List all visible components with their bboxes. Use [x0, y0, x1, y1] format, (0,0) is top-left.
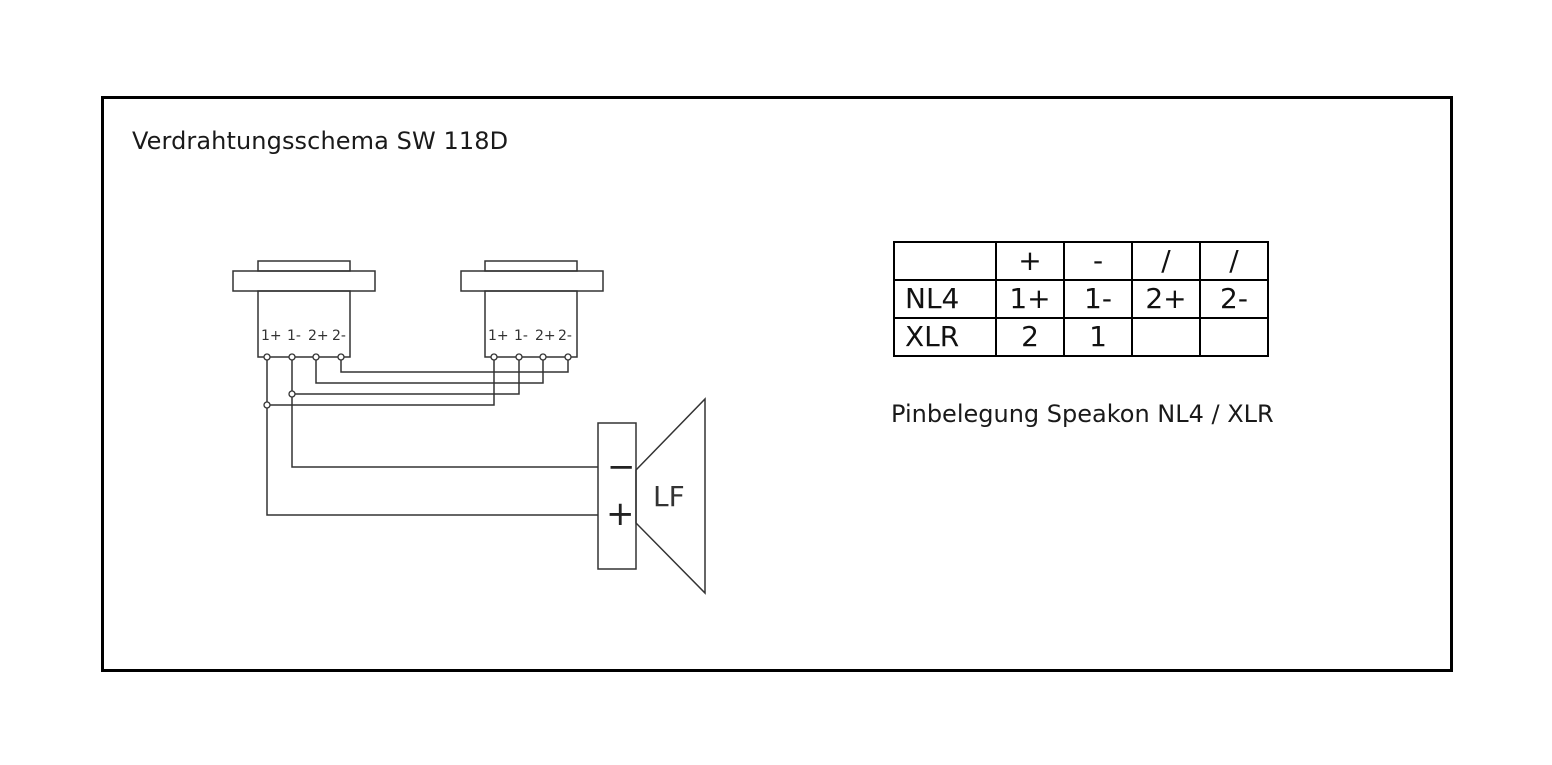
connector-1-pin-2minus: 2-	[332, 328, 346, 344]
pin-table-header-slash-2: /	[1199, 241, 1269, 281]
pin-table-cell: 1	[1063, 317, 1133, 357]
wire-to-speaker-minus	[291, 394, 598, 468]
wire-1plus-link	[266, 357, 495, 406]
junction-dot	[288, 390, 296, 398]
connector-1-pin-2plus: 2+	[308, 328, 329, 344]
dot	[337, 353, 345, 361]
wire-2minus-link	[340, 357, 569, 373]
pin-table-row-label: NL4	[893, 279, 997, 319]
connector-2-pin-1minus: 1-	[514, 328, 528, 344]
connector-2-pin-1plus: 1+	[488, 328, 509, 344]
pin-table-cell: 2	[995, 317, 1065, 357]
connector-2-body	[484, 290, 578, 358]
wires	[266, 357, 598, 516]
speaker-plus-sign: +	[606, 494, 635, 534]
pin-table-cell	[1199, 317, 1269, 357]
connector-1-flange	[232, 270, 376, 292]
pin-table-cell: 2+	[1131, 279, 1201, 319]
pin-table: + - / / NL4 1+ 1- 2+ 2- XLR 2 1	[893, 241, 1269, 357]
pin-table-header-plus: +	[995, 241, 1065, 281]
wire-1minus-link	[291, 357, 520, 395]
connector-2-pin-2plus: 2+	[535, 328, 556, 344]
pin-table-row-xlr: XLR 2 1	[893, 317, 1269, 357]
dot	[490, 353, 498, 361]
pin-table-caption: Pinbelegung Speakon NL4 / XLR	[891, 400, 1274, 428]
pin-table-cell: 1+	[995, 279, 1065, 319]
pin-dots	[263, 353, 572, 409]
pin-table-header-row: + - / /	[893, 241, 1269, 281]
connector-1-pin-1plus: 1+	[261, 328, 282, 344]
connector-2	[460, 260, 604, 358]
connector-2-pin-2minus: 2-	[558, 328, 572, 344]
connector-1-pin-1minus: 1-	[287, 328, 301, 344]
pin-table-header-slash-1: /	[1131, 241, 1201, 281]
wire-2plus-link	[315, 357, 544, 384]
connector-1-cap	[257, 260, 351, 272]
pin-table-cell: 1-	[1063, 279, 1133, 319]
pin-table-cell	[1131, 317, 1201, 357]
dot	[312, 353, 320, 361]
pin-table-cell: 2-	[1199, 279, 1269, 319]
speaker-label: LF	[653, 480, 685, 513]
dot	[515, 353, 523, 361]
diagram-title: Verdrahtungsschema SW 118D	[132, 127, 509, 155]
dot	[564, 353, 572, 361]
connector-1	[232, 260, 376, 358]
pin-table-corner	[893, 241, 997, 281]
pin-table-header-minus: -	[1063, 241, 1133, 281]
diagram-frame	[101, 96, 1453, 672]
dot	[288, 353, 296, 361]
speaker-minus-sign: −	[607, 447, 636, 487]
connector-2-flange	[460, 270, 604, 292]
connector-1-body	[257, 290, 351, 358]
connector-2-cap	[484, 260, 578, 272]
wire-to-speaker-plus	[266, 405, 598, 516]
pin-table-row-nl4: NL4 1+ 1- 2+ 2-	[893, 279, 1269, 319]
dot	[539, 353, 547, 361]
pin-table-row-label: XLR	[893, 317, 997, 357]
dot	[263, 353, 271, 361]
junction-dot	[263, 401, 271, 409]
speaker	[597, 397, 706, 595]
speaker-cone	[635, 397, 706, 595]
